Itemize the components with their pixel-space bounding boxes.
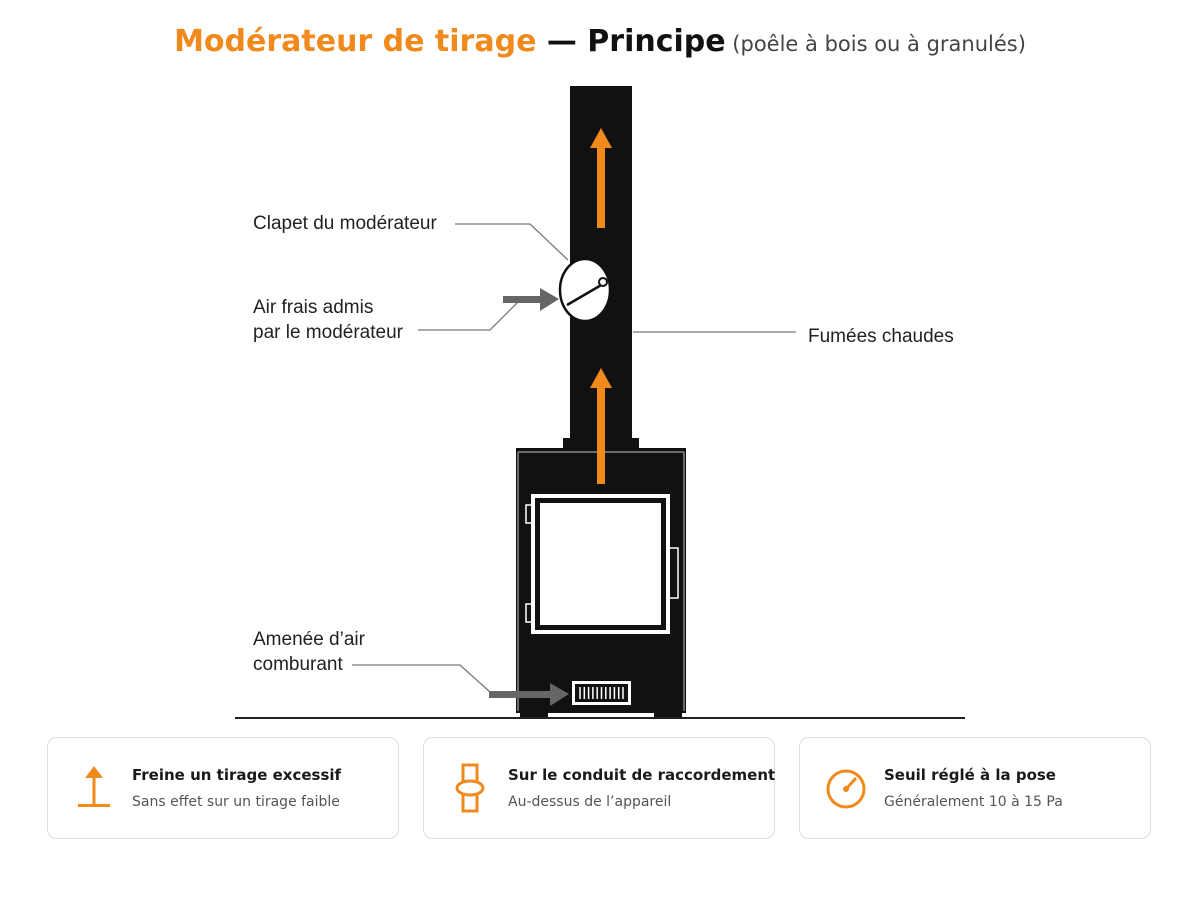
arrow-up-icon	[78, 766, 110, 807]
page-title: Modérateur de tirage — Principe (poêle à…	[0, 24, 1200, 59]
info-card-seuil: Seuil réglé à la pose Généralement 10 à …	[799, 737, 1151, 839]
label-air-frais-line2: par le modérateur	[253, 322, 404, 343]
air-frais-arrow	[503, 288, 559, 311]
stove-foot-right	[654, 710, 682, 718]
leader-amenee	[352, 664, 491, 693]
card-subtitle: Généralement 10 à 15 Pa	[884, 794, 1063, 810]
card-title: Sur le conduit de raccordement	[508, 766, 776, 784]
title-subtitle: (poêle à bois ou à granulés)	[725, 32, 1026, 56]
gauge-icon	[826, 769, 866, 809]
label-fumees: Fumées chaudes	[808, 326, 954, 347]
card-subtitle: Sans effet sur un tirage faible	[132, 794, 340, 810]
hinge-top	[525, 504, 533, 524]
stove-diagram: Clapet du modérateur Air frais admis par…	[235, 86, 965, 719]
card-subtitle: Au-dessus de l’appareil	[508, 794, 672, 810]
label-clapet: Clapet du modérateur	[253, 213, 437, 234]
damper-pivot	[598, 277, 608, 287]
info-card-tirage: Freine un tirage excessif Sans effet sur…	[47, 737, 399, 839]
label-air-frais-line1: Air frais admis	[253, 297, 373, 318]
stove-foot-left	[520, 710, 548, 718]
title-main: — Principe	[536, 24, 726, 59]
card-title: Seuil réglé à la pose	[884, 766, 1056, 784]
info-card-conduit: Sur le conduit de raccordement Au-dessus…	[423, 737, 775, 839]
title-accent: Modérateur de tirage	[174, 24, 537, 59]
pipe-ring-icon	[455, 763, 485, 813]
stove-window-glass	[540, 503, 661, 625]
door-handle	[668, 547, 679, 599]
amenee-arrow	[489, 683, 569, 706]
hinge-bottom	[525, 603, 533, 623]
leader-clapet	[455, 223, 569, 261]
flue-arrow-bottom	[590, 368, 612, 484]
flue-arrow-top	[590, 128, 612, 228]
damper-flap	[558, 257, 612, 323]
leader-air-frais	[418, 301, 519, 331]
label-amenee-line1: Amenée d’air	[253, 629, 366, 650]
label-amenee-line2: comburant	[253, 654, 343, 675]
card-title: Freine un tirage excessif	[132, 766, 342, 784]
